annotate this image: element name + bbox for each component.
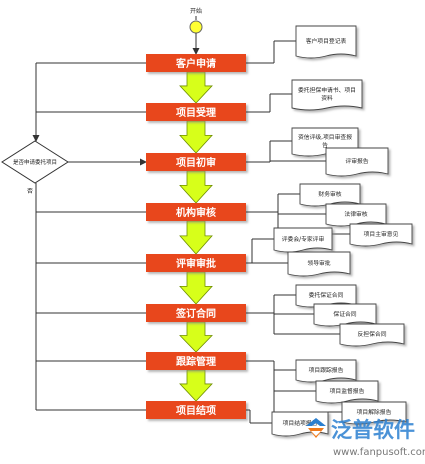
flow-arrow [179, 321, 213, 353]
document-shape [325, 147, 389, 177]
start-label: 开始 [190, 7, 202, 15]
feedback-lines [32, 62, 147, 411]
flow-arrow [179, 71, 213, 104]
process-step: 项目结项 [146, 401, 246, 419]
step-box [146, 103, 246, 121]
document-label: 委托保证合同 [309, 291, 344, 299]
document-label: 项目结项报告 [283, 419, 318, 427]
process-step: 评审审批 [146, 254, 246, 272]
document-shape [287, 251, 351, 277]
flow-arrows [179, 71, 213, 402]
process-step: 跟踪管理 [146, 352, 246, 370]
document-label: 资信评级,项目审查报 [298, 133, 352, 141]
document-shape [341, 401, 407, 425]
document-label: 客户项目登记表 [306, 37, 347, 45]
document-label: 委托担保申请书、项目 [298, 86, 356, 94]
document-label: 项目监督报告 [330, 387, 365, 395]
process-step: 项目初审 [146, 153, 246, 171]
document-label: 评委会/专家评审 [282, 235, 325, 243]
document-shape [295, 359, 357, 383]
process-step: 项目受理 [146, 103, 246, 121]
decision-no-label: 否 [27, 188, 33, 195]
document-group: 客户项目登记表 [246, 25, 357, 64]
step-box [146, 401, 246, 419]
step-box [146, 54, 246, 72]
document-shape [273, 227, 333, 253]
step-label: 跟踪管理 [176, 355, 216, 368]
decision-node: 是否申请委托项目 否 [1, 140, 69, 195]
document-label: 财务审核 [318, 190, 341, 198]
step-box [146, 304, 246, 322]
step-label: 项目结项 [176, 404, 216, 417]
flow-arrow [179, 120, 213, 154]
flow-arrow [179, 271, 213, 305]
step-box [146, 203, 246, 221]
process-step: 机构审核 [146, 203, 246, 221]
watermark: 泛普软件 www.fanpusoft.com [306, 418, 425, 458]
step-box [146, 153, 246, 171]
step-box [146, 254, 246, 272]
flow-arrow [179, 220, 213, 255]
fanpu-logo-icon [306, 418, 326, 438]
document-label: 反担保合同 [358, 330, 387, 338]
document-label: 告 [322, 141, 328, 149]
document-shape [349, 223, 413, 247]
flow-arrow [179, 369, 213, 402]
process-step: 签订合同 [146, 304, 246, 322]
document-label: 领导审批 [307, 259, 330, 267]
document-shape [291, 79, 363, 111]
decision-diamond [1, 140, 69, 184]
watermark-url: www.fanpusoft.com [333, 447, 425, 458]
document-label: 资料 [321, 94, 333, 102]
step-label: 项目初审 [176, 156, 216, 169]
watermark-brand: 泛普软件 [331, 418, 415, 442]
step-label: 项目受理 [176, 106, 216, 119]
document-column: 客户项目登记表委托担保申请书、项目资料资信评级,项目审查报告评审报告财务审核法律… [246, 25, 413, 437]
document-shape [295, 25, 357, 59]
document-label: 项目解除报告 [357, 408, 392, 416]
document-label: 保证合同 [333, 310, 356, 318]
document-label: 评审报告 [345, 157, 368, 165]
document-shape [315, 380, 379, 404]
document-shape [339, 323, 405, 347]
flow-arrow [179, 170, 213, 204]
start-node: 开始 [189, 7, 203, 55]
document-label: 项目跟踪报告 [309, 366, 344, 374]
process-step: 客户申请 [146, 54, 246, 72]
start-circle [189, 20, 203, 34]
step-label: 客户申请 [175, 57, 216, 70]
step-label: 签订合同 [175, 307, 216, 320]
document-label: 项目主审意见 [364, 230, 399, 238]
document-label: 法律审核 [344, 210, 367, 218]
decision-label: 是否申请委托项目 [13, 158, 57, 166]
step-label: 评审审批 [176, 257, 216, 270]
step-label: 机构审核 [176, 206, 216, 219]
step-box [146, 352, 246, 370]
